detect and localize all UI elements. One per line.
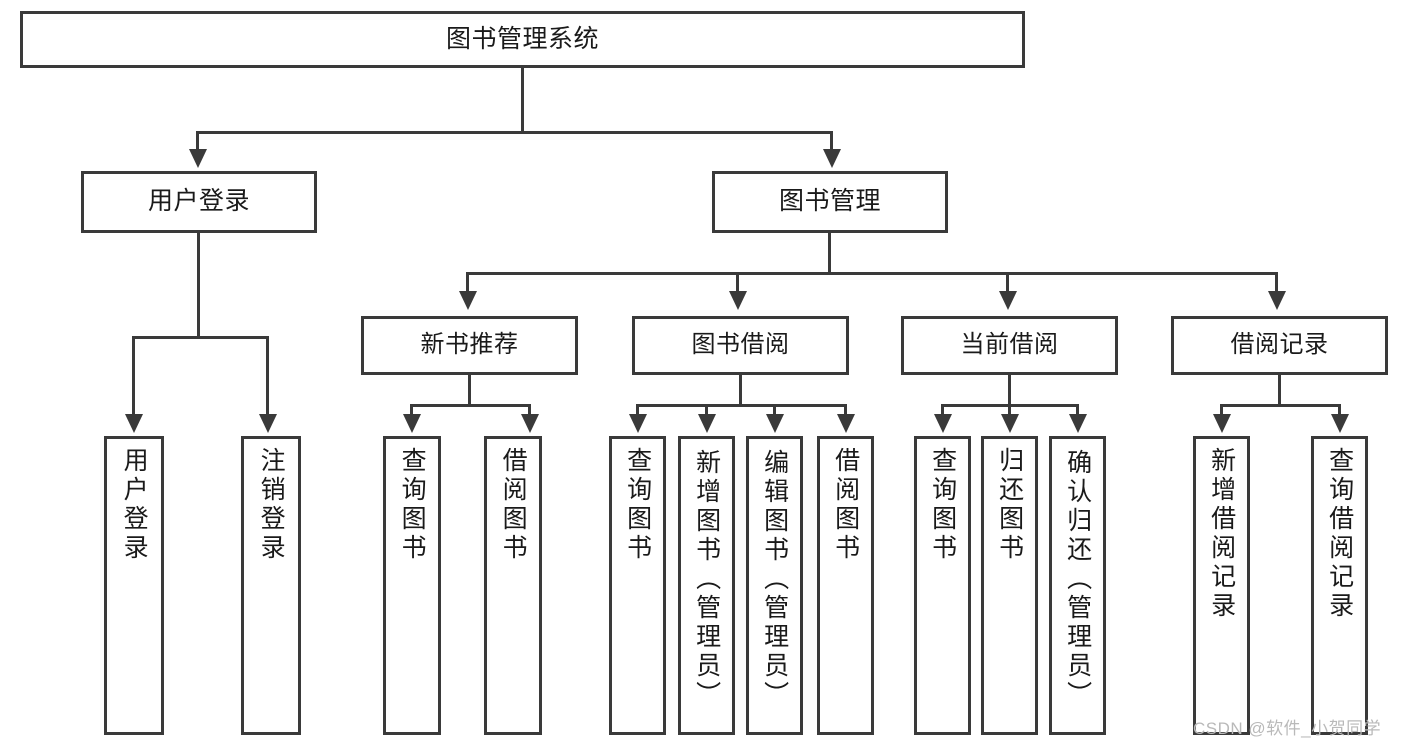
node-book-manage-label: 图书管理 [778, 187, 881, 216]
edge-book-borrow-bus [636, 404, 847, 407]
node-book-borrow-label: 图书借阅 [691, 331, 790, 359]
node-leaf-add-book-label: 新增图书（管理员） [692, 449, 721, 710]
arrowhead-leaf-edit-book [766, 414, 784, 433]
edge-new-book-rec-drop-2 [528, 404, 531, 417]
arrowhead-leaf-user-login [125, 414, 143, 433]
node-new-book-rec[interactable]: 新书推荐 [361, 316, 578, 375]
edge-book-manage-drop-3 [1006, 272, 1009, 295]
csdn-watermark: CSDN @软件_小贺同学 [1193, 719, 1382, 738]
edge-book-manage-stem [828, 233, 831, 275]
edge-root-stem [521, 68, 524, 133]
node-leaf-user-login[interactable]: 用户登录 [104, 436, 164, 735]
edge-user-login-drop-2 [266, 336, 269, 417]
node-leaf-return-book-label: 归还图书 [995, 447, 1024, 563]
arrowhead-leaf-confirm-return [1069, 414, 1087, 433]
node-leaf-return-book[interactable]: 归还图书 [981, 436, 1038, 735]
arrowhead-leaf-add-record [1213, 414, 1231, 433]
node-leaf-borrow-book-1-label: 借阅图书 [499, 447, 528, 563]
node-leaf-logout-label: 注销登录 [257, 447, 286, 563]
node-leaf-borrow-book-2-label: 借阅图书 [831, 447, 860, 563]
arrowhead-leaf-add-book [698, 414, 716, 433]
node-leaf-add-record-label: 新增借阅记录 [1207, 447, 1236, 621]
edge-new-book-rec-drop-1 [410, 404, 413, 417]
edge-root-to-user-login [196, 131, 199, 153]
node-leaf-query-book-3[interactable]: 查询图书 [914, 436, 971, 735]
edge-borrow-record-stem [1278, 375, 1281, 407]
node-leaf-add-book[interactable]: 新增图书（管理员） [678, 436, 735, 735]
arrowhead-leaf-query-record [1331, 414, 1349, 433]
node-leaf-edit-book[interactable]: 编辑图书（管理员） [746, 436, 803, 735]
arrowhead-user-login [189, 149, 207, 168]
arrowhead-leaf-return-book [1001, 414, 1019, 433]
arrowhead-leaf-borrow-book-2 [837, 414, 855, 433]
node-borrow-record-label: 借阅记录 [1230, 331, 1329, 359]
node-leaf-add-record[interactable]: 新增借阅记录 [1193, 436, 1250, 735]
edge-book-borrow-drop-2 [705, 404, 708, 417]
node-current-borrow[interactable]: 当前借阅 [901, 316, 1118, 375]
edge-borrow-record-drop-2 [1338, 404, 1341, 417]
edge-book-borrow-stem [739, 375, 742, 407]
arrowhead-leaf-query-book-1 [403, 414, 421, 433]
arrowhead-leaf-query-book-3 [934, 414, 952, 433]
arrowhead-leaf-logout [259, 414, 277, 433]
node-leaf-borrow-book-2[interactable]: 借阅图书 [817, 436, 874, 735]
node-leaf-borrow-book-1[interactable]: 借阅图书 [484, 436, 542, 735]
edge-current-borrow-drop-2 [1008, 404, 1011, 417]
arrowhead-new-book-rec [459, 291, 477, 310]
node-root-label: 图书管理系统 [445, 24, 599, 53]
arrowhead-borrow-record [1268, 291, 1286, 310]
node-leaf-edit-book-label: 编辑图书（管理员） [760, 449, 789, 710]
node-book-manage[interactable]: 图书管理 [712, 171, 948, 233]
node-leaf-query-book-2-label: 查询图书 [623, 447, 652, 563]
arrowhead-leaf-query-book-2 [629, 414, 647, 433]
edge-book-manage-drop-4 [1275, 272, 1278, 295]
edge-borrow-record-bus [1220, 404, 1341, 407]
node-leaf-query-record[interactable]: 查询借阅记录 [1311, 436, 1368, 735]
node-user-login-label: 用户登录 [147, 187, 250, 216]
node-leaf-query-record-label: 查询借阅记录 [1325, 447, 1354, 621]
edge-book-manage-bus [466, 272, 1278, 275]
node-new-book-rec-label: 新书推荐 [420, 331, 519, 359]
edge-book-manage-drop-1 [466, 272, 469, 295]
arrowhead-leaf-borrow-book-1 [521, 414, 539, 433]
node-book-borrow[interactable]: 图书借阅 [632, 316, 849, 375]
edge-user-login-bus [132, 336, 269, 339]
edge-book-manage-drop-2 [736, 272, 739, 295]
edge-borrow-record-drop-1 [1220, 404, 1223, 417]
node-leaf-query-book-1[interactable]: 查询图书 [383, 436, 441, 735]
edge-user-login-stem [197, 233, 200, 339]
node-leaf-confirm-return-label: 确认归还（管理员） [1063, 449, 1092, 710]
arrowhead-book-borrow [729, 291, 747, 310]
edge-new-book-rec-bus [410, 404, 531, 407]
edge-root-bus [196, 131, 833, 134]
node-leaf-query-book-3-label: 查询图书 [928, 447, 957, 563]
node-leaf-query-book-1-label: 查询图书 [398, 447, 427, 563]
edge-current-borrow-stem [1008, 375, 1011, 407]
node-leaf-confirm-return[interactable]: 确认归还（管理员） [1049, 436, 1106, 735]
arrowhead-book-manage [823, 149, 841, 168]
edge-book-borrow-drop-3 [773, 404, 776, 417]
edge-current-borrow-drop-3 [1076, 404, 1079, 417]
edge-current-borrow-drop-1 [941, 404, 944, 417]
edge-book-borrow-drop-1 [636, 404, 639, 417]
node-leaf-query-book-2[interactable]: 查询图书 [609, 436, 666, 735]
node-borrow-record[interactable]: 借阅记录 [1171, 316, 1388, 375]
edge-book-borrow-drop-4 [844, 404, 847, 417]
edge-user-login-drop-1 [132, 336, 135, 417]
node-leaf-user-login-label: 用户登录 [120, 447, 149, 563]
node-leaf-logout[interactable]: 注销登录 [241, 436, 301, 735]
edge-new-book-rec-stem [468, 375, 471, 407]
node-current-borrow-label: 当前借阅 [960, 331, 1059, 359]
node-root[interactable]: 图书管理系统 [20, 11, 1025, 68]
edge-root-to-book-manage [830, 131, 833, 153]
node-user-login[interactable]: 用户登录 [81, 171, 317, 233]
arrowhead-current-borrow [999, 291, 1017, 310]
